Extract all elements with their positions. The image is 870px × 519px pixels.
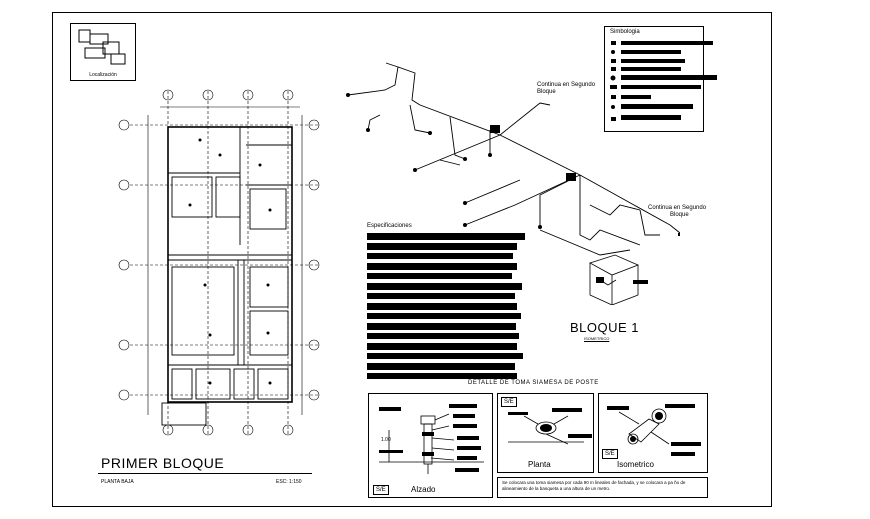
- legend-row: [621, 104, 693, 109]
- legend-row: [621, 41, 713, 45]
- spec-line: [367, 373, 517, 379]
- spec-line: [367, 333, 519, 339]
- legend-row: [621, 95, 651, 99]
- spec-line: [367, 293, 515, 299]
- drawing-frame: [52, 12, 772, 507]
- bloque-title: BLOQUE 1: [570, 320, 640, 335]
- isometric-piping-diagram: [346, 62, 680, 305]
- bloque-subtitle: ISOMETRICO: [584, 336, 610, 341]
- detalle-note: Se colocara una toma siamesa por cada 90…: [502, 480, 686, 491]
- spec-line: [367, 343, 517, 350]
- plan-title: PRIMER BLOQUE: [101, 455, 225, 471]
- plan-subtitle: PLANTA BAJA: [101, 479, 134, 485]
- alzado-label: Alzado: [411, 485, 436, 494]
- plan-scale: ESC: 1:150: [276, 479, 302, 485]
- spec-line: [367, 303, 517, 310]
- legend-row: [621, 67, 681, 71]
- plan-title-underline: [98, 473, 312, 474]
- continua-text-2: Continua en Segundo: [648, 205, 707, 211]
- detalle-planta-box: S/E Planta: [497, 393, 594, 473]
- continua-text-2b: Bloque: [670, 212, 689, 218]
- spec-line: [367, 253, 513, 259]
- detalle-alzado-box: 1.00 S/E Alzado: [368, 393, 493, 498]
- isometrico-label: Isometrico: [617, 460, 654, 469]
- legend-symbols: [610, 41, 617, 121]
- location-key-box: Localización: [70, 23, 136, 81]
- legend-row: [621, 59, 685, 63]
- location-key-sketch: [78, 29, 126, 65]
- legend-title: Simbologia: [610, 29, 640, 35]
- continua-annotation-1: Continua en Segundo Bloque: [537, 82, 595, 96]
- legend-row: [621, 75, 717, 80]
- continua-annotation-2: Continua en Segundo Bloque: [648, 205, 706, 219]
- spec-line: [367, 353, 523, 359]
- spec-line: [367, 323, 516, 330]
- symbology-legend: Simbologia: [604, 26, 717, 132]
- alzado-dimension: 1.00: [381, 437, 391, 443]
- detalle-isometrico-box: S/E Isometrico: [598, 393, 708, 473]
- spec-line: [367, 313, 521, 319]
- spec-line: [367, 243, 517, 250]
- spec-line: [367, 263, 517, 270]
- isometrico-drawing: [607, 404, 701, 456]
- continua-text-1b: Bloque: [537, 89, 556, 95]
- spec-line: [367, 273, 512, 279]
- spec-line: [367, 233, 525, 240]
- especificaciones-title: Especificaciones: [367, 223, 412, 229]
- location-label: Localización: [89, 72, 117, 78]
- legend-row: [621, 115, 681, 120]
- continua-text-1: Continua en Segundo: [537, 82, 596, 88]
- planta-se-label: S/E: [501, 397, 517, 407]
- legend-row: [621, 50, 681, 54]
- alzado-drawing: [379, 404, 484, 474]
- detalle-title: DETALLE DE TOMA SIAMESA DE POSTE: [468, 380, 599, 386]
- alzado-se-label: S/E: [373, 485, 389, 495]
- legend-row: [621, 85, 701, 89]
- floor-plan: [118, 89, 320, 436]
- detalle-note-box: [497, 477, 708, 498]
- isometrico-se-label: S/E: [602, 449, 618, 459]
- planta-label: Planta: [528, 460, 551, 469]
- spec-line: [367, 363, 515, 370]
- planta-drawing: [508, 408, 592, 445]
- spec-line: [367, 283, 522, 290]
